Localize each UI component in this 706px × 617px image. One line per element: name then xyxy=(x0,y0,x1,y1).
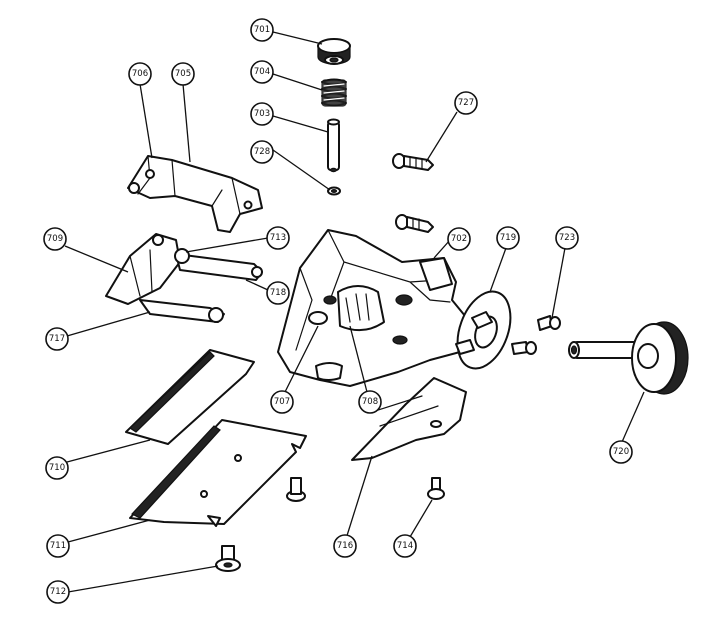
callout-710: 710 xyxy=(45,456,69,480)
callout-label-711: 711 xyxy=(50,541,66,551)
part-719-disc xyxy=(455,290,512,370)
part-716-guard xyxy=(351,377,467,461)
part-702-housing xyxy=(277,229,471,387)
callout-723: 723 xyxy=(555,226,579,250)
part-screw-711 xyxy=(286,477,306,502)
callout-label-727: 727 xyxy=(458,98,474,108)
callout-705: 705 xyxy=(171,62,195,86)
part-screw-719 xyxy=(511,341,537,355)
part-727-screw xyxy=(392,153,434,171)
part-720-gear xyxy=(568,321,689,395)
part-723-screw xyxy=(537,315,561,331)
callout-712: 712 xyxy=(46,580,70,604)
part-728-clip xyxy=(327,186,341,196)
callout-label-709: 709 xyxy=(47,234,63,244)
callout-label-718: 718 xyxy=(270,288,286,298)
callout-label-708: 708 xyxy=(362,397,378,407)
callout-label-701: 701 xyxy=(254,25,270,35)
callout-label-712: 712 xyxy=(50,587,66,597)
part-705-lever xyxy=(127,155,263,233)
callout-708: 708 xyxy=(358,390,382,414)
callout-label-720: 720 xyxy=(613,447,629,457)
callout-718: 718 xyxy=(266,281,290,305)
callout-label-707: 707 xyxy=(274,397,290,407)
callout-704: 704 xyxy=(250,60,274,84)
callout-719: 719 xyxy=(496,226,520,250)
part-704-spring xyxy=(321,78,347,107)
callout-720: 720 xyxy=(609,440,633,464)
part-703-pin xyxy=(327,118,340,173)
callout-702: 702 xyxy=(447,227,471,251)
callout-706: 706 xyxy=(128,62,152,86)
callout-728: 728 xyxy=(250,140,274,164)
callout-label-704: 704 xyxy=(254,67,270,77)
callout-709: 709 xyxy=(43,227,67,251)
callout-label-728: 728 xyxy=(254,147,270,157)
callout-label-723: 723 xyxy=(559,233,575,243)
callout-label-706: 706 xyxy=(132,69,148,79)
callout-label-703: 703 xyxy=(254,109,270,119)
callout-707: 707 xyxy=(270,390,294,414)
part-709-arm xyxy=(105,233,263,323)
part-712-screw xyxy=(215,545,241,572)
callout-701: 701 xyxy=(250,18,274,42)
part-701-cap xyxy=(317,38,351,65)
callout-716: 716 xyxy=(333,534,357,558)
part-screw-702 xyxy=(395,214,434,233)
callout-label-702: 702 xyxy=(451,234,467,244)
callout-703: 703 xyxy=(250,102,274,126)
part-710-blade xyxy=(125,349,255,445)
callout-711: 711 xyxy=(46,534,70,558)
callout-label-714: 714 xyxy=(397,541,413,551)
callout-714: 714 xyxy=(393,534,417,558)
callout-label-710: 710 xyxy=(49,463,65,473)
part-711-plate xyxy=(129,419,307,527)
leader-lines xyxy=(64,31,645,593)
callout-label-705: 705 xyxy=(175,69,191,79)
callout-label-713: 713 xyxy=(270,233,286,243)
callout-label-716: 716 xyxy=(337,541,353,551)
callout-label-719: 719 xyxy=(500,233,516,243)
part-714-screw xyxy=(427,477,445,500)
callout-label-717: 717 xyxy=(49,334,65,344)
callout-713: 713 xyxy=(266,226,290,250)
callout-727: 727 xyxy=(454,91,478,115)
callout-717: 717 xyxy=(45,327,69,351)
